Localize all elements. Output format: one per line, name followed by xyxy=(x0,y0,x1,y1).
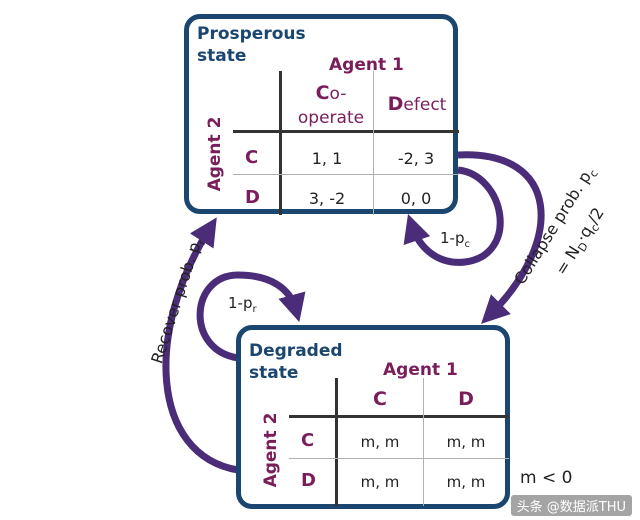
stay-degraded-label: 1-pr xyxy=(228,294,257,315)
degraded-row-d: D xyxy=(301,470,316,491)
prosperous-vline-mid xyxy=(373,71,374,215)
degraded-cell-dd: m, m xyxy=(446,473,486,491)
degraded-vline-mid xyxy=(423,378,424,506)
prosperous-cell-cd: -2, 3 xyxy=(397,149,435,168)
prosperous-cell-dd: 0, 0 xyxy=(400,189,432,208)
degraded-cell-cd: m, m xyxy=(446,433,486,451)
recover-arrow xyxy=(162,217,239,474)
degraded-agent2-label: Agent 2 xyxy=(261,412,281,488)
prosperous-agent1-label: Agent 1 xyxy=(329,55,404,75)
prosperous-cell-dc: 3, -2 xyxy=(308,189,346,208)
prosperous-col-defect: Defect xyxy=(387,93,447,115)
stay-degraded-arrow xyxy=(196,271,306,362)
degraded-vline-main xyxy=(335,378,338,506)
prosperous-hline-mid xyxy=(233,174,459,175)
degraded-agent1-label: Agent 1 xyxy=(383,360,458,380)
collapse-arrow xyxy=(457,151,545,324)
degraded-col-d: D xyxy=(458,388,474,410)
prosperous-vline-main xyxy=(279,71,282,215)
degraded-hline-mid xyxy=(289,458,509,459)
degraded-hline-main xyxy=(289,415,509,418)
degraded-row-c: C xyxy=(301,430,315,451)
watermark: 头条 @数据派THU xyxy=(510,495,632,516)
prosperous-hline-main xyxy=(233,130,459,133)
prosperous-row-c: C xyxy=(245,147,259,168)
prosperous-agent2-label: Agent 2 xyxy=(205,116,225,192)
prosperous-col-cooperate: Co-operate xyxy=(297,82,365,128)
stay-prosperous-arrow xyxy=(403,166,504,266)
degraded-col-c: C xyxy=(373,388,387,410)
stay-prosperous-label: 1-pc xyxy=(440,229,470,250)
prosperous-row-d: D xyxy=(245,187,260,208)
prosperous-cell-cc: 1, 1 xyxy=(311,149,343,168)
degraded-cell-dc: m, m xyxy=(360,473,400,491)
m-negative-note: m < 0 xyxy=(520,468,573,488)
degraded-cell-cc: m, m xyxy=(360,433,400,451)
